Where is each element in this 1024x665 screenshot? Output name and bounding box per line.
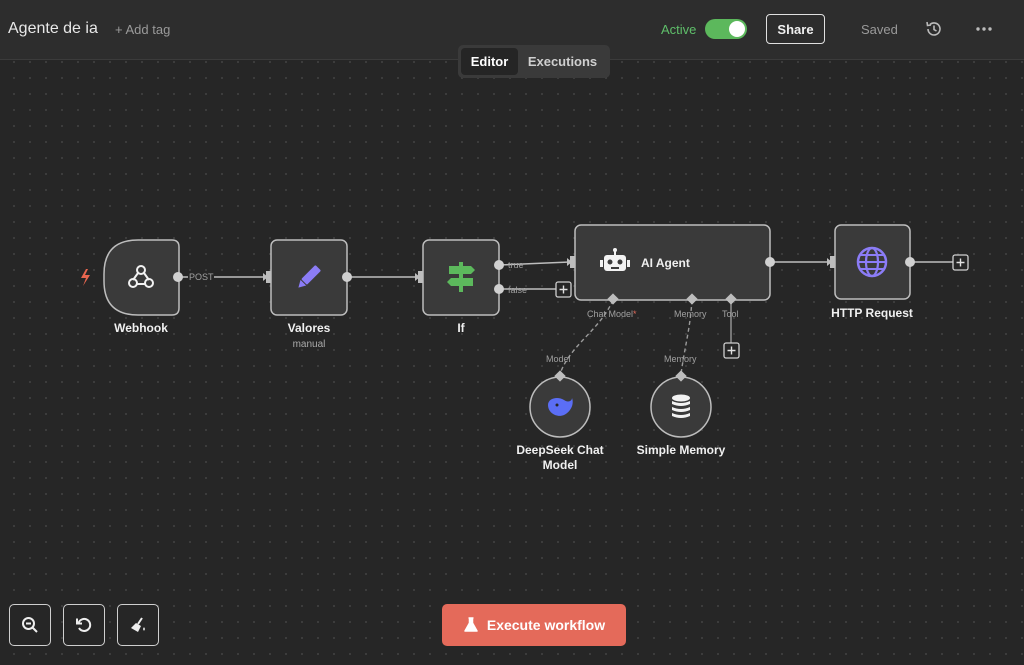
- flask-icon: [464, 617, 478, 632]
- simple-memory-label: Simple Memory: [636, 443, 726, 457]
- chat-model-label: Chat Model*: [587, 309, 637, 319]
- saved-status: Saved: [861, 22, 898, 37]
- agent-output-handle[interactable]: [765, 257, 775, 267]
- webhook-icon: [128, 265, 154, 288]
- valores-output-handle[interactable]: [342, 272, 352, 282]
- if-input-handle[interactable]: [418, 271, 423, 283]
- database-icon: [672, 394, 690, 418]
- memory-label: Memory: [674, 309, 707, 319]
- true-label: true: [508, 260, 524, 270]
- zoom-out-icon: [22, 617, 38, 633]
- tab-editor[interactable]: Editor: [461, 48, 518, 75]
- execute-workflow-label: Execute workflow: [486, 617, 606, 633]
- webhook-output-handle[interactable]: [173, 272, 183, 282]
- trigger-bolt-icon: [81, 269, 90, 286]
- pencil-icon: [298, 265, 321, 288]
- if-label: If: [457, 321, 465, 335]
- agent-input-handle[interactable]: [570, 256, 575, 268]
- workflow-title[interactable]: Agente de ia: [8, 20, 98, 37]
- connection-model-dashed[interactable]: [559, 299, 614, 375]
- http-input-handle[interactable]: [830, 256, 835, 268]
- deepseek-whale-icon: [548, 397, 573, 416]
- tidy-up-button[interactable]: [117, 604, 159, 646]
- ai-agent-label: AI Agent: [641, 256, 690, 270]
- tab-executions[interactable]: Executions: [527, 54, 598, 69]
- more-options-icon[interactable]: [975, 20, 993, 38]
- active-toggle[interactable]: [705, 19, 747, 39]
- memory-handle[interactable]: [686, 293, 698, 305]
- deepseek-model-handle[interactable]: [554, 370, 566, 382]
- model-input-label: Model: [546, 354, 571, 364]
- active-label: Active: [661, 22, 697, 37]
- broom-icon: [131, 617, 145, 632]
- webhook-label: Webhook: [114, 321, 168, 335]
- zoom-out-button[interactable]: [9, 604, 51, 646]
- execute-workflow-button[interactable]: Execute workflow: [442, 604, 626, 646]
- robot-icon: [600, 248, 630, 271]
- memory-input-handle[interactable]: [675, 370, 687, 382]
- toggle-knob: [729, 21, 745, 37]
- http-output-handle[interactable]: [905, 257, 915, 267]
- globe-icon: [856, 246, 888, 278]
- share-button[interactable]: Share: [766, 14, 825, 44]
- valores-sublabel: manual: [292, 339, 326, 350]
- deepseek-label-line2: Model: [542, 458, 578, 472]
- chat-model-handle[interactable]: [607, 293, 619, 305]
- reset-zoom-button[interactable]: [63, 604, 105, 646]
- valores-input-handle[interactable]: [266, 271, 271, 283]
- webhook-node[interactable]: [103, 239, 180, 316]
- if-true-handle[interactable]: [494, 260, 504, 270]
- post-label: POST: [189, 272, 214, 282]
- valores-label: Valores: [287, 321, 331, 335]
- connection-memory-dashed[interactable]: [680, 299, 693, 375]
- memory-input-label: Memory: [664, 354, 697, 364]
- deepseek-label-line1: DeepSeek Chat: [516, 443, 604, 457]
- history-icon[interactable]: [925, 20, 943, 38]
- tool-handle[interactable]: [725, 293, 737, 305]
- http-request-label: HTTP Request: [831, 306, 913, 320]
- tool-label: Tool: [722, 309, 739, 319]
- undo-icon: [76, 617, 92, 632]
- simple-memory-node[interactable]: [650, 376, 712, 438]
- signpost-icon: [447, 262, 475, 292]
- connection-if-true-agent[interactable]: [498, 261, 571, 266]
- if-false-handle[interactable]: [494, 284, 504, 294]
- false-label: false: [508, 285, 528, 295]
- view-tabs: Editor Executions: [458, 45, 610, 78]
- add-tag-button[interactable]: + Add tag: [115, 22, 171, 37]
